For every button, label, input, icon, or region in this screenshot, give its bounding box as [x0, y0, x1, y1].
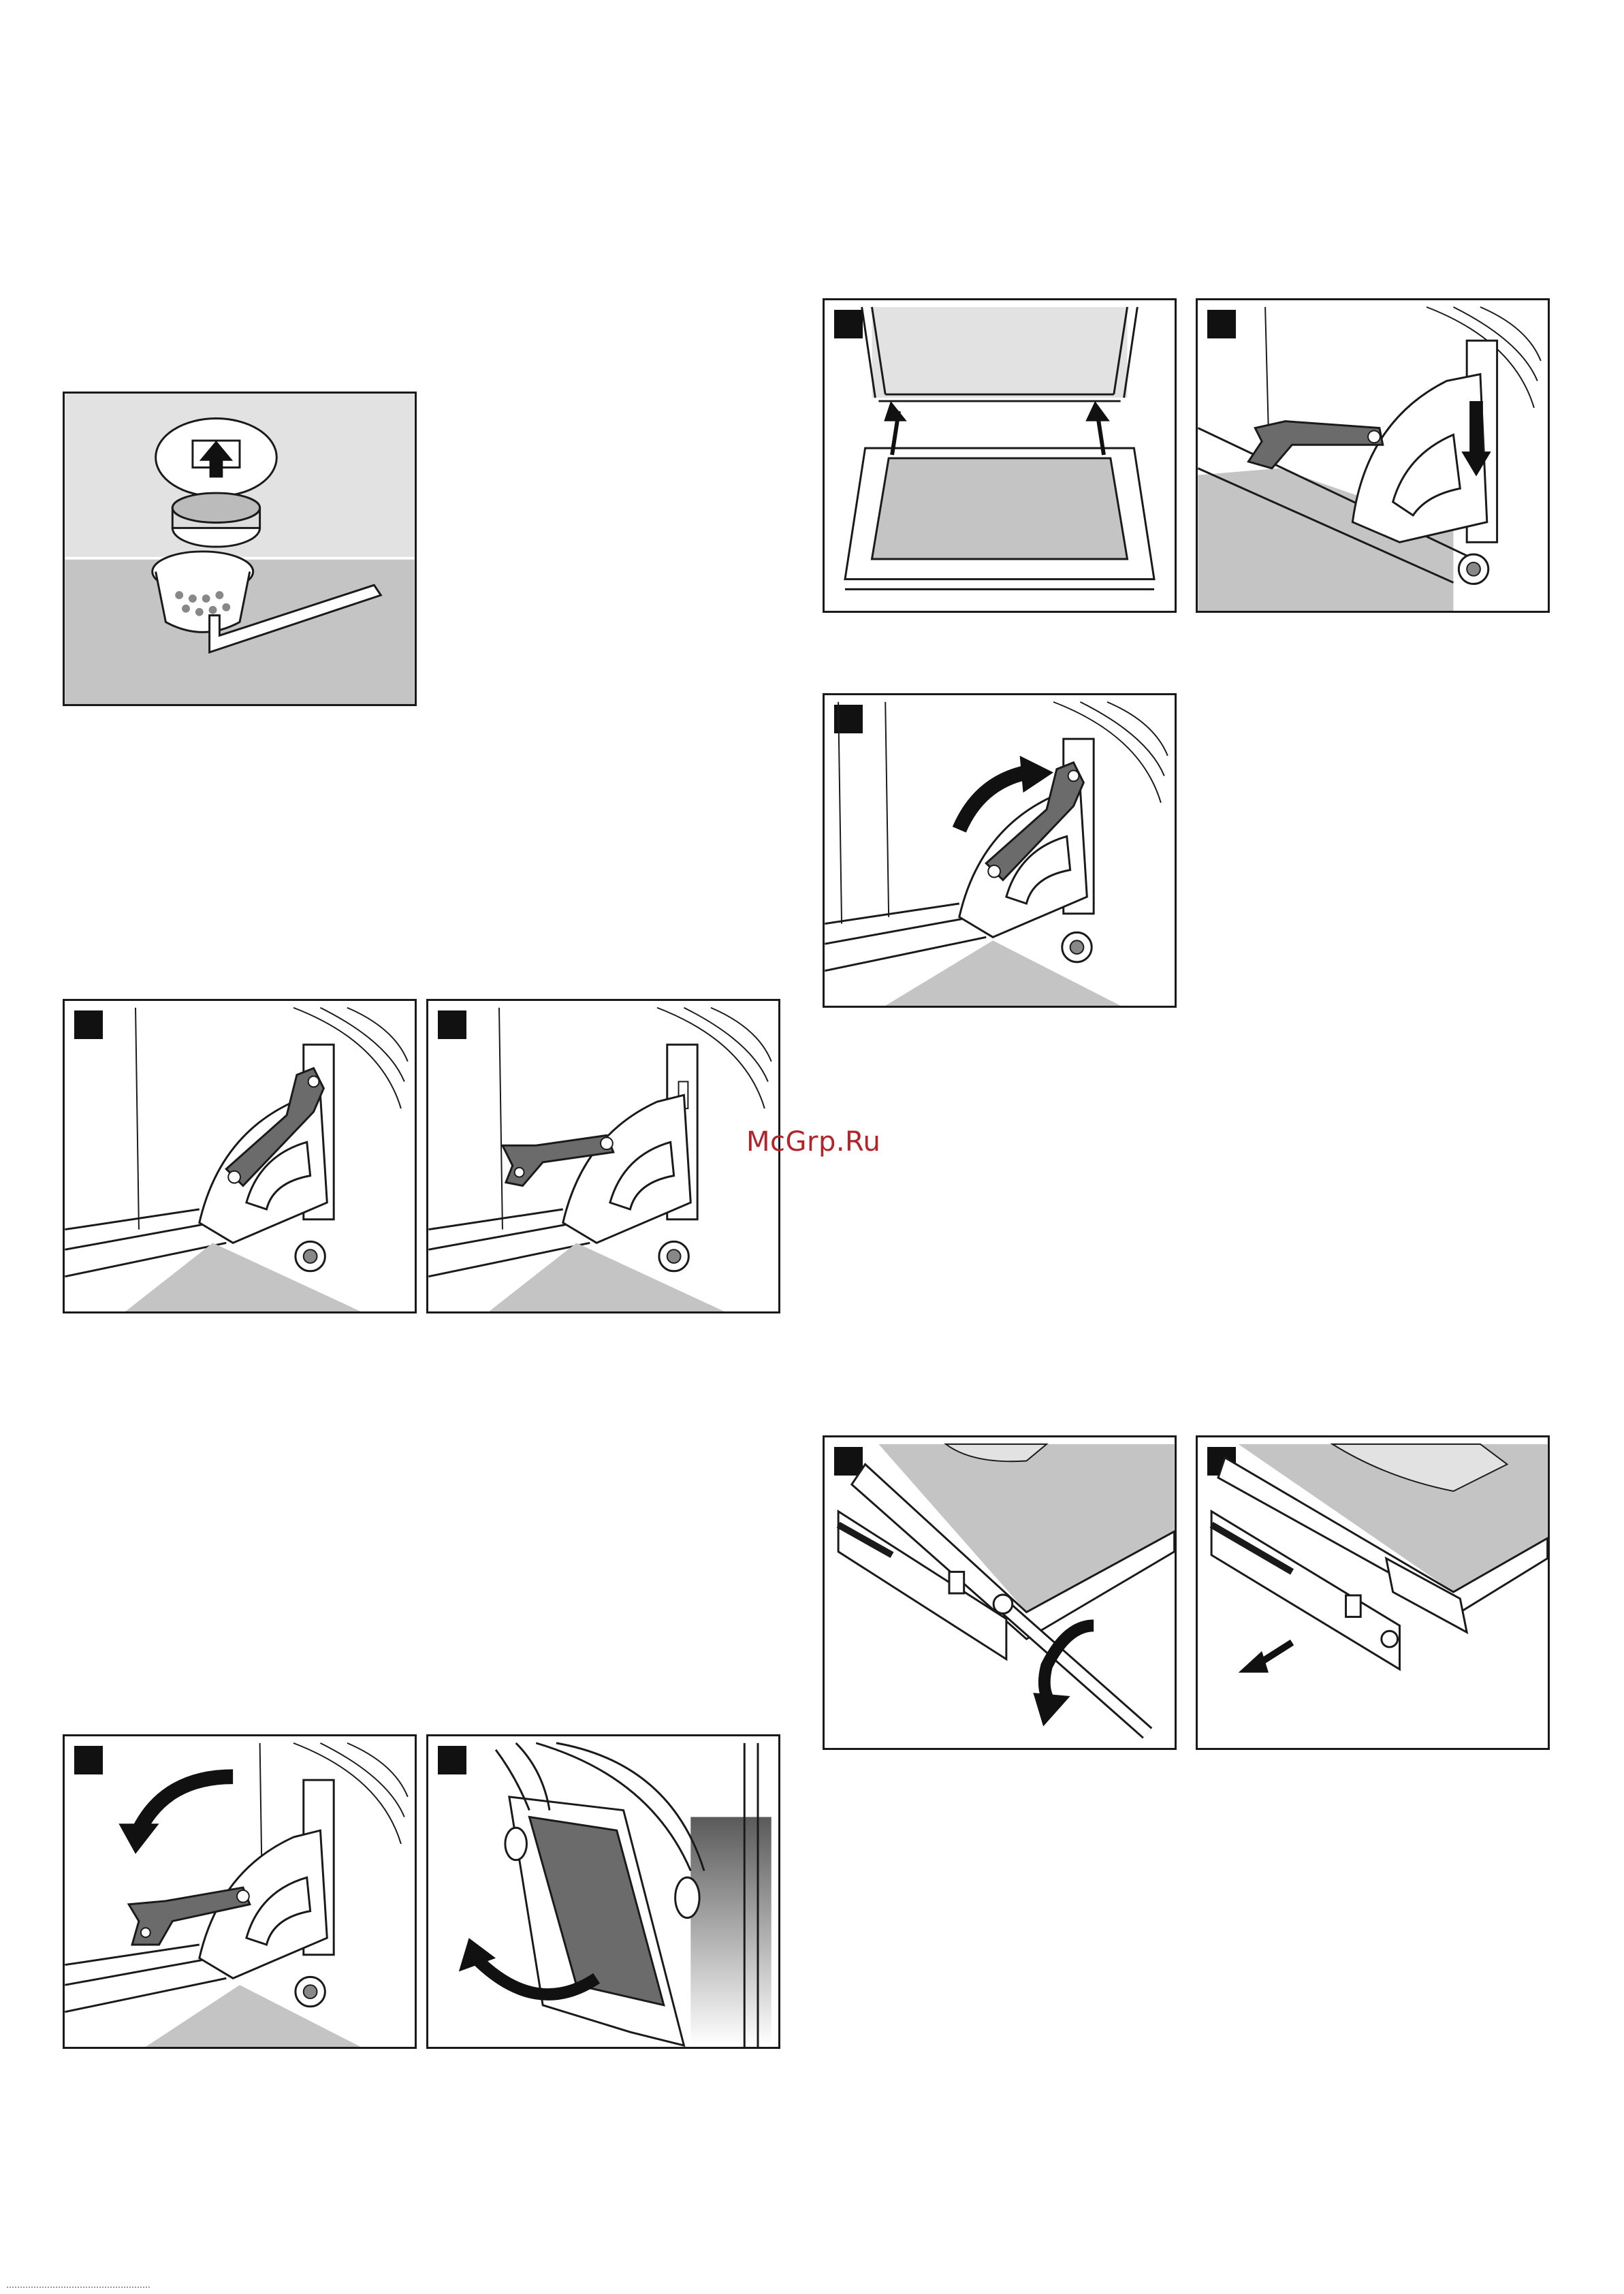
figure-door-remove — [426, 1734, 780, 2049]
figure-hinge-open — [426, 999, 780, 1313]
figure-drain-filter — [63, 392, 417, 706]
hinge-lever-closed-illustration — [65, 1001, 415, 1311]
figure-lever-down — [63, 1734, 417, 2049]
hinge-push-down-illustration — [1198, 300, 1548, 611]
screwdriver-unscrew-illustration — [825, 1437, 1175, 1748]
lever-fold-down-illustration — [65, 1736, 415, 2047]
inner-pane-lift-illustration — [825, 300, 1175, 611]
hinge-lever-open-illustration — [428, 1001, 778, 1311]
footer-dotted-line — [7, 2287, 150, 2289]
strip-removal-illustration — [1198, 1437, 1548, 1748]
figure-hinge-push — [1196, 298, 1550, 613]
figure-lever-up — [823, 693, 1177, 1008]
lever-fold-up-illustration — [825, 695, 1175, 1006]
figure-strip — [1196, 1435, 1550, 1750]
figure-hinge-closed — [63, 999, 417, 1313]
watermark: McGrp.Ru — [746, 1126, 880, 1158]
figure-screwdriver — [823, 1435, 1177, 1750]
figure-inner-pane-lift — [823, 298, 1177, 613]
drain-filter-illustration — [65, 394, 415, 704]
door-lift-out-illustration — [428, 1736, 778, 2047]
